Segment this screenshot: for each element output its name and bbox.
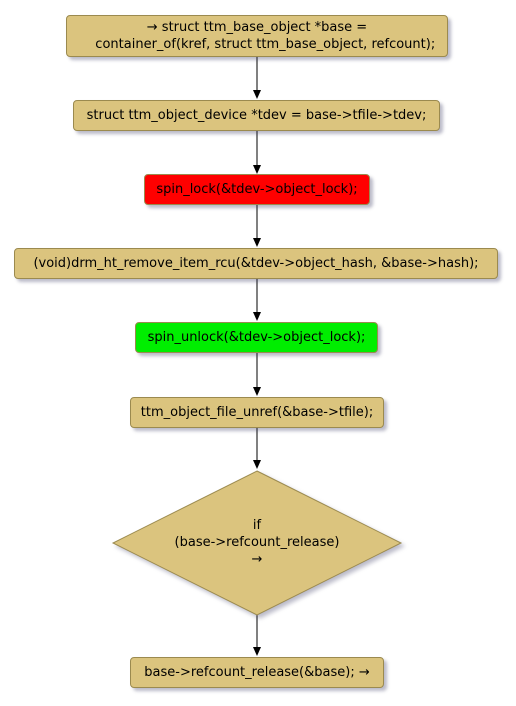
node-file-unref-label: ttm_object_file_unref(&base->tfile); — [140, 405, 374, 420]
decision-label: if (base->refcount_release) → — [174, 518, 340, 567]
node-tdev-assign: struct ttm_object_device *tdev = base->t… — [73, 100, 440, 131]
node-spin-unlock-label: spin_unlock(&tdev->object_lock); — [147, 330, 366, 345]
node-container-of-label: → struct ttm_base_object *base = contain… — [95, 20, 436, 52]
node-refcount-release: base->refcount_release(&base); → — [130, 657, 384, 688]
node-file-unref: ttm_object_file_unref(&base->tfile); — [130, 397, 384, 428]
node-spin-lock-label: spin_lock(&tdev->object_lock); — [156, 182, 358, 197]
decision-diamond — [111, 470, 403, 616]
node-tdev-assign-label: struct ttm_object_device *tdev = base->t… — [86, 108, 427, 123]
node-container-of: → struct ttm_base_object *base = contain… — [66, 15, 448, 57]
node-spin-unlock: spin_unlock(&tdev->object_lock); — [135, 322, 378, 353]
node-remove-item: (void)drm_ht_remove_item_rcu(&tdev->obje… — [14, 248, 498, 279]
node-refcount-release-label: base->refcount_release(&base); → — [144, 665, 370, 680]
node-remove-item-label: (void)drm_ht_remove_item_rcu(&tdev->obje… — [33, 256, 479, 271]
node-spin-lock: spin_lock(&tdev->object_lock); — [144, 174, 370, 205]
